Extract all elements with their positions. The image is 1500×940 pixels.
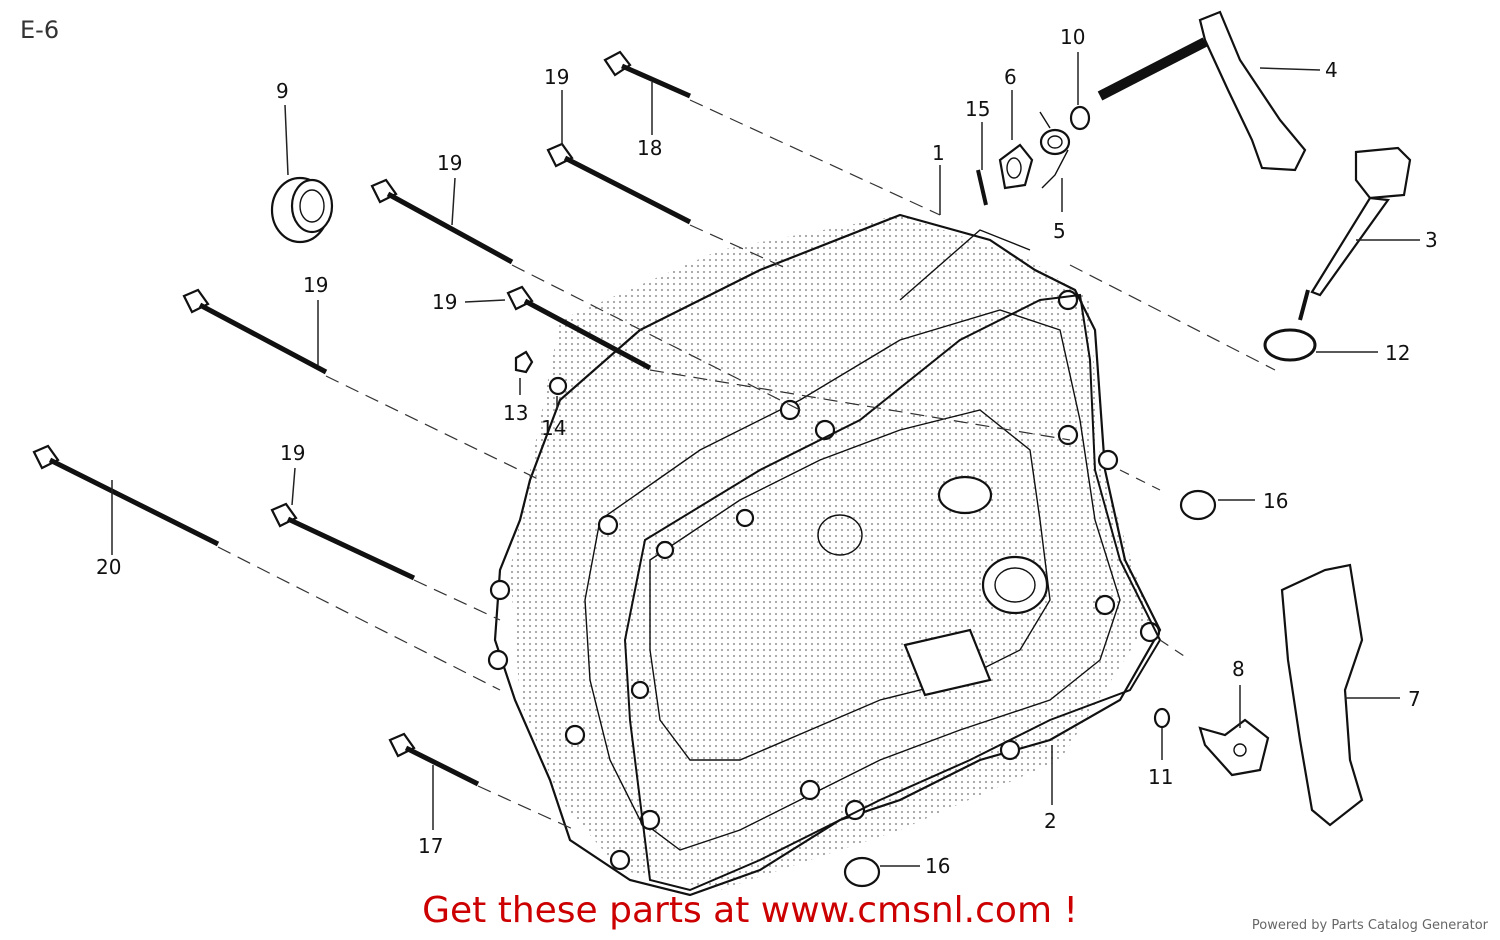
washer-part-14 xyxy=(548,376,568,396)
callout-3: 3 xyxy=(1425,228,1438,252)
callout-9: 9 xyxy=(276,79,289,103)
callout-10: 10 xyxy=(1060,25,1085,49)
callout-4: 4 xyxy=(1325,58,1338,82)
plate-part-7 xyxy=(1280,563,1364,827)
callout-19-lower: 19 xyxy=(280,441,305,465)
callout-12: 12 xyxy=(1385,341,1410,365)
callout-19-left: 19 xyxy=(303,273,328,297)
callout-15: 15 xyxy=(965,97,990,121)
crankcase-cover xyxy=(487,213,1162,897)
callout-14: 14 xyxy=(541,416,566,440)
promo-link-text[interactable]: Get these parts at www.cmsnl.com ! xyxy=(422,890,1078,931)
cover-gasket xyxy=(623,293,1162,892)
callout-19-upper-left: 19 xyxy=(437,151,462,175)
dowel-pin-part-16-upper xyxy=(1179,489,1217,521)
assembly-guide-lines xyxy=(217,99,1276,831)
dipstick-part-3 xyxy=(1298,146,1412,321)
nut-part-13 xyxy=(514,350,534,374)
bolt-set xyxy=(32,50,692,787)
callout-16-upper: 16 xyxy=(1263,489,1288,513)
callout-19-top: 19 xyxy=(544,65,569,89)
callout-6: 6 xyxy=(1004,65,1017,89)
callout-11: 11 xyxy=(1148,765,1173,789)
powered-by-credit: Powered by Parts Catalog Generator xyxy=(1251,918,1488,933)
callout-13: 13 xyxy=(503,401,528,425)
callout-8: 8 xyxy=(1232,657,1245,681)
shaft-arm-part-4 xyxy=(1097,10,1307,172)
diagram-code: E-6 xyxy=(20,16,60,44)
spring-part-5 xyxy=(1039,111,1071,189)
oil-seal-part-9 xyxy=(270,176,334,244)
callout-19-middle: 19 xyxy=(432,290,457,314)
spring-pin-part-15 xyxy=(976,169,988,206)
callout-1: 1 xyxy=(932,141,945,165)
callout-17: 17 xyxy=(418,834,443,858)
callout-labels: 1 2 3 4 5 6 7 8 9 10 11 12 13 14 15 16 1… xyxy=(96,25,1438,878)
callout-5: 5 xyxy=(1053,219,1066,243)
callout-20: 20 xyxy=(96,555,121,579)
washer-part-11 xyxy=(1153,707,1171,729)
clip-part-10 xyxy=(1069,105,1091,131)
callout-7: 7 xyxy=(1408,687,1421,711)
callout-18: 18 xyxy=(637,136,662,160)
callout-2: 2 xyxy=(1044,809,1057,833)
sensor-part-8 xyxy=(1198,718,1270,777)
dowel-pin-part-16-lower xyxy=(843,856,881,888)
callout-16-lower: 16 xyxy=(925,854,950,878)
o-ring-part-12 xyxy=(1263,328,1317,362)
leader-lines xyxy=(111,52,1420,867)
seal-part-6 xyxy=(998,143,1034,190)
